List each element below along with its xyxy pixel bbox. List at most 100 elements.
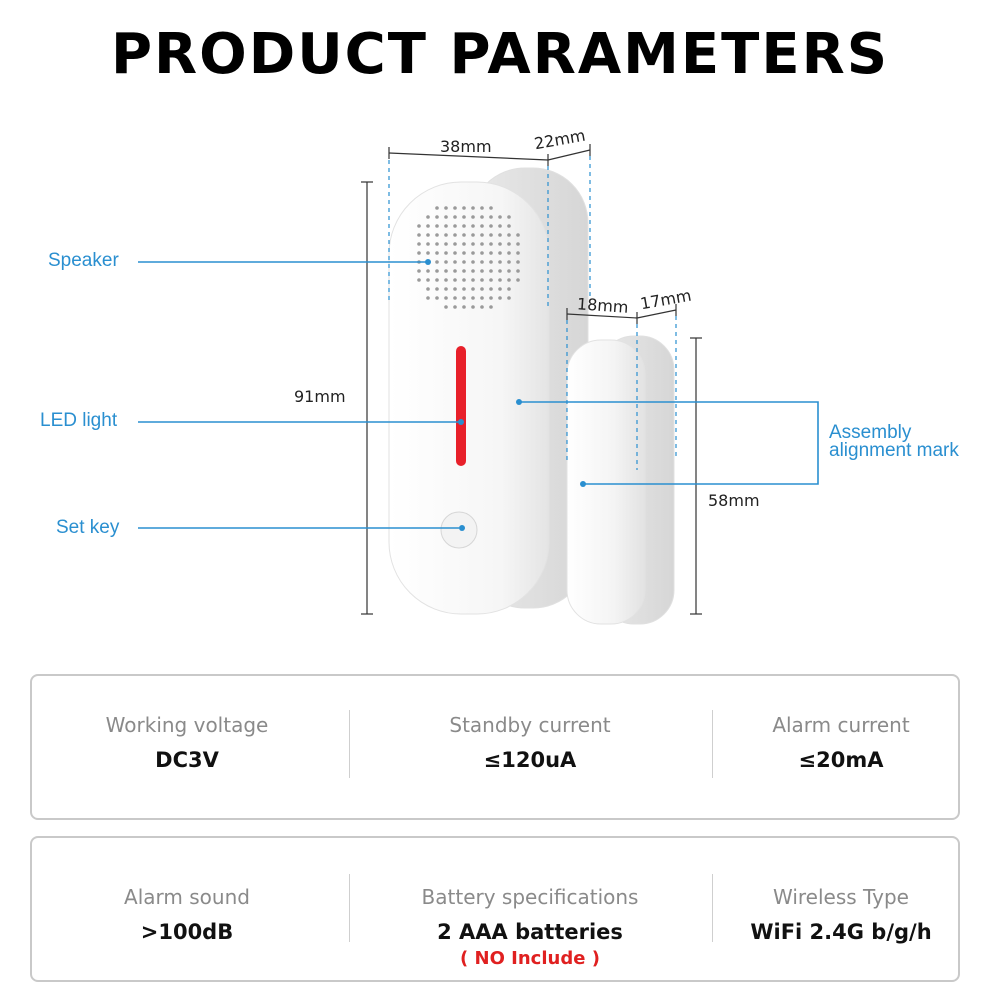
spec-standby-current: Standby current ≤120uA (375, 676, 685, 818)
speaker-hole (471, 233, 475, 237)
dim-magnet-height: 58mm (708, 491, 760, 510)
callout-assembly-line1: Assembly (829, 422, 912, 443)
speaker-hole (498, 233, 502, 237)
spec-panel-2: Alarm sound >100dB Battery specification… (30, 836, 960, 982)
speaker-hole (489, 224, 493, 228)
speaker-hole (444, 287, 448, 291)
speaker-hole (426, 287, 430, 291)
speaker-hole (426, 251, 430, 255)
callout-led-light: LED light (40, 410, 118, 431)
speaker-hole (480, 260, 484, 264)
speaker-hole (453, 278, 457, 282)
speaker-hole (444, 278, 448, 282)
speaker-hole (444, 242, 448, 246)
speaker-hole (444, 215, 448, 219)
speaker-hole (417, 278, 421, 282)
speaker-hole (489, 251, 493, 255)
speaker-hole (462, 287, 466, 291)
speaker-hole (480, 215, 484, 219)
speaker-hole (516, 260, 520, 264)
speaker-hole (480, 251, 484, 255)
speaker-hole (453, 251, 457, 255)
speaker-hole (489, 233, 493, 237)
callout-speaker: Speaker (48, 250, 119, 271)
speaker-grille (417, 206, 520, 309)
speaker-hole (417, 224, 421, 228)
speaker-hole (516, 251, 520, 255)
speaker-hole (444, 233, 448, 237)
speaker-hole (444, 251, 448, 255)
speaker-hole (462, 215, 466, 219)
speaker-hole (462, 206, 466, 210)
speaker-hole (453, 215, 457, 219)
speaker-hole (453, 260, 457, 264)
guide-lines (388, 156, 677, 470)
spec-alarm-sound: Alarm sound >100dB (32, 838, 342, 980)
speaker-hole (417, 269, 421, 273)
spec-value: DC3V (155, 748, 219, 772)
spec-panel-1: Working voltage DC3V Standby current ≤12… (30, 674, 960, 820)
speaker-hole (444, 269, 448, 273)
set-key-button (440, 511, 478, 549)
speaker-hole (435, 251, 439, 255)
dim-magnet-width: 18mm (576, 294, 630, 317)
speaker-hole (471, 269, 475, 273)
speaker-hole (498, 260, 502, 264)
dim-main-height: 91mm (294, 387, 346, 406)
speaker-hole (507, 269, 511, 273)
speaker-hole (435, 233, 439, 237)
speaker-hole (417, 251, 421, 255)
speaker-hole (507, 296, 511, 300)
speaker-hole (426, 224, 430, 228)
speaker-hole (435, 224, 439, 228)
speaker-hole (453, 224, 457, 228)
speaker-hole (453, 233, 457, 237)
spec-label: Wireless Type (773, 885, 909, 909)
dimension-lines (361, 144, 702, 615)
speaker-hole (489, 215, 493, 219)
speaker-hole (435, 215, 439, 219)
speaker-hole (507, 287, 511, 291)
speaker-hole (489, 305, 493, 309)
speaker-hole (480, 224, 484, 228)
speaker-hole (444, 296, 448, 300)
spec-label: Alarm sound (124, 885, 250, 909)
speaker-hole (489, 278, 493, 282)
speaker-hole (471, 206, 475, 210)
speaker-hole (489, 287, 493, 291)
main-sensor (388, 167, 589, 615)
speaker-hole (462, 224, 466, 228)
speaker-hole (435, 242, 439, 246)
divider (712, 874, 713, 942)
spec-value: >100dB (140, 920, 234, 944)
speaker-hole (480, 278, 484, 282)
callout-assembly-line2: alignment mark (829, 440, 959, 461)
speaker-hole (489, 269, 493, 273)
speaker-hole (498, 269, 502, 273)
speaker-hole (471, 251, 475, 255)
speaker-hole (444, 224, 448, 228)
speaker-hole (471, 224, 475, 228)
product-diagram (138, 144, 819, 625)
speaker-hole (453, 242, 457, 246)
speaker-hole (498, 215, 502, 219)
speaker-hole (462, 242, 466, 246)
divider (349, 874, 350, 942)
speaker-hole (471, 242, 475, 246)
speaker-hole (426, 269, 430, 273)
speaker-hole (435, 296, 439, 300)
spec-value: 2 AAA batteries (437, 920, 623, 944)
speaker-hole (516, 278, 520, 282)
speaker-hole (471, 278, 475, 282)
spec-label: Working voltage (105, 713, 269, 737)
divider (349, 710, 350, 778)
speaker-hole (462, 260, 466, 264)
speaker-hole (444, 305, 448, 309)
speaker-hole (417, 242, 421, 246)
speaker-hole (480, 233, 484, 237)
dim-main-width: 38mm (440, 137, 492, 156)
speaker-hole (444, 206, 448, 210)
speaker-hole (453, 269, 457, 273)
speaker-hole (480, 287, 484, 291)
speaker-hole (444, 260, 448, 264)
